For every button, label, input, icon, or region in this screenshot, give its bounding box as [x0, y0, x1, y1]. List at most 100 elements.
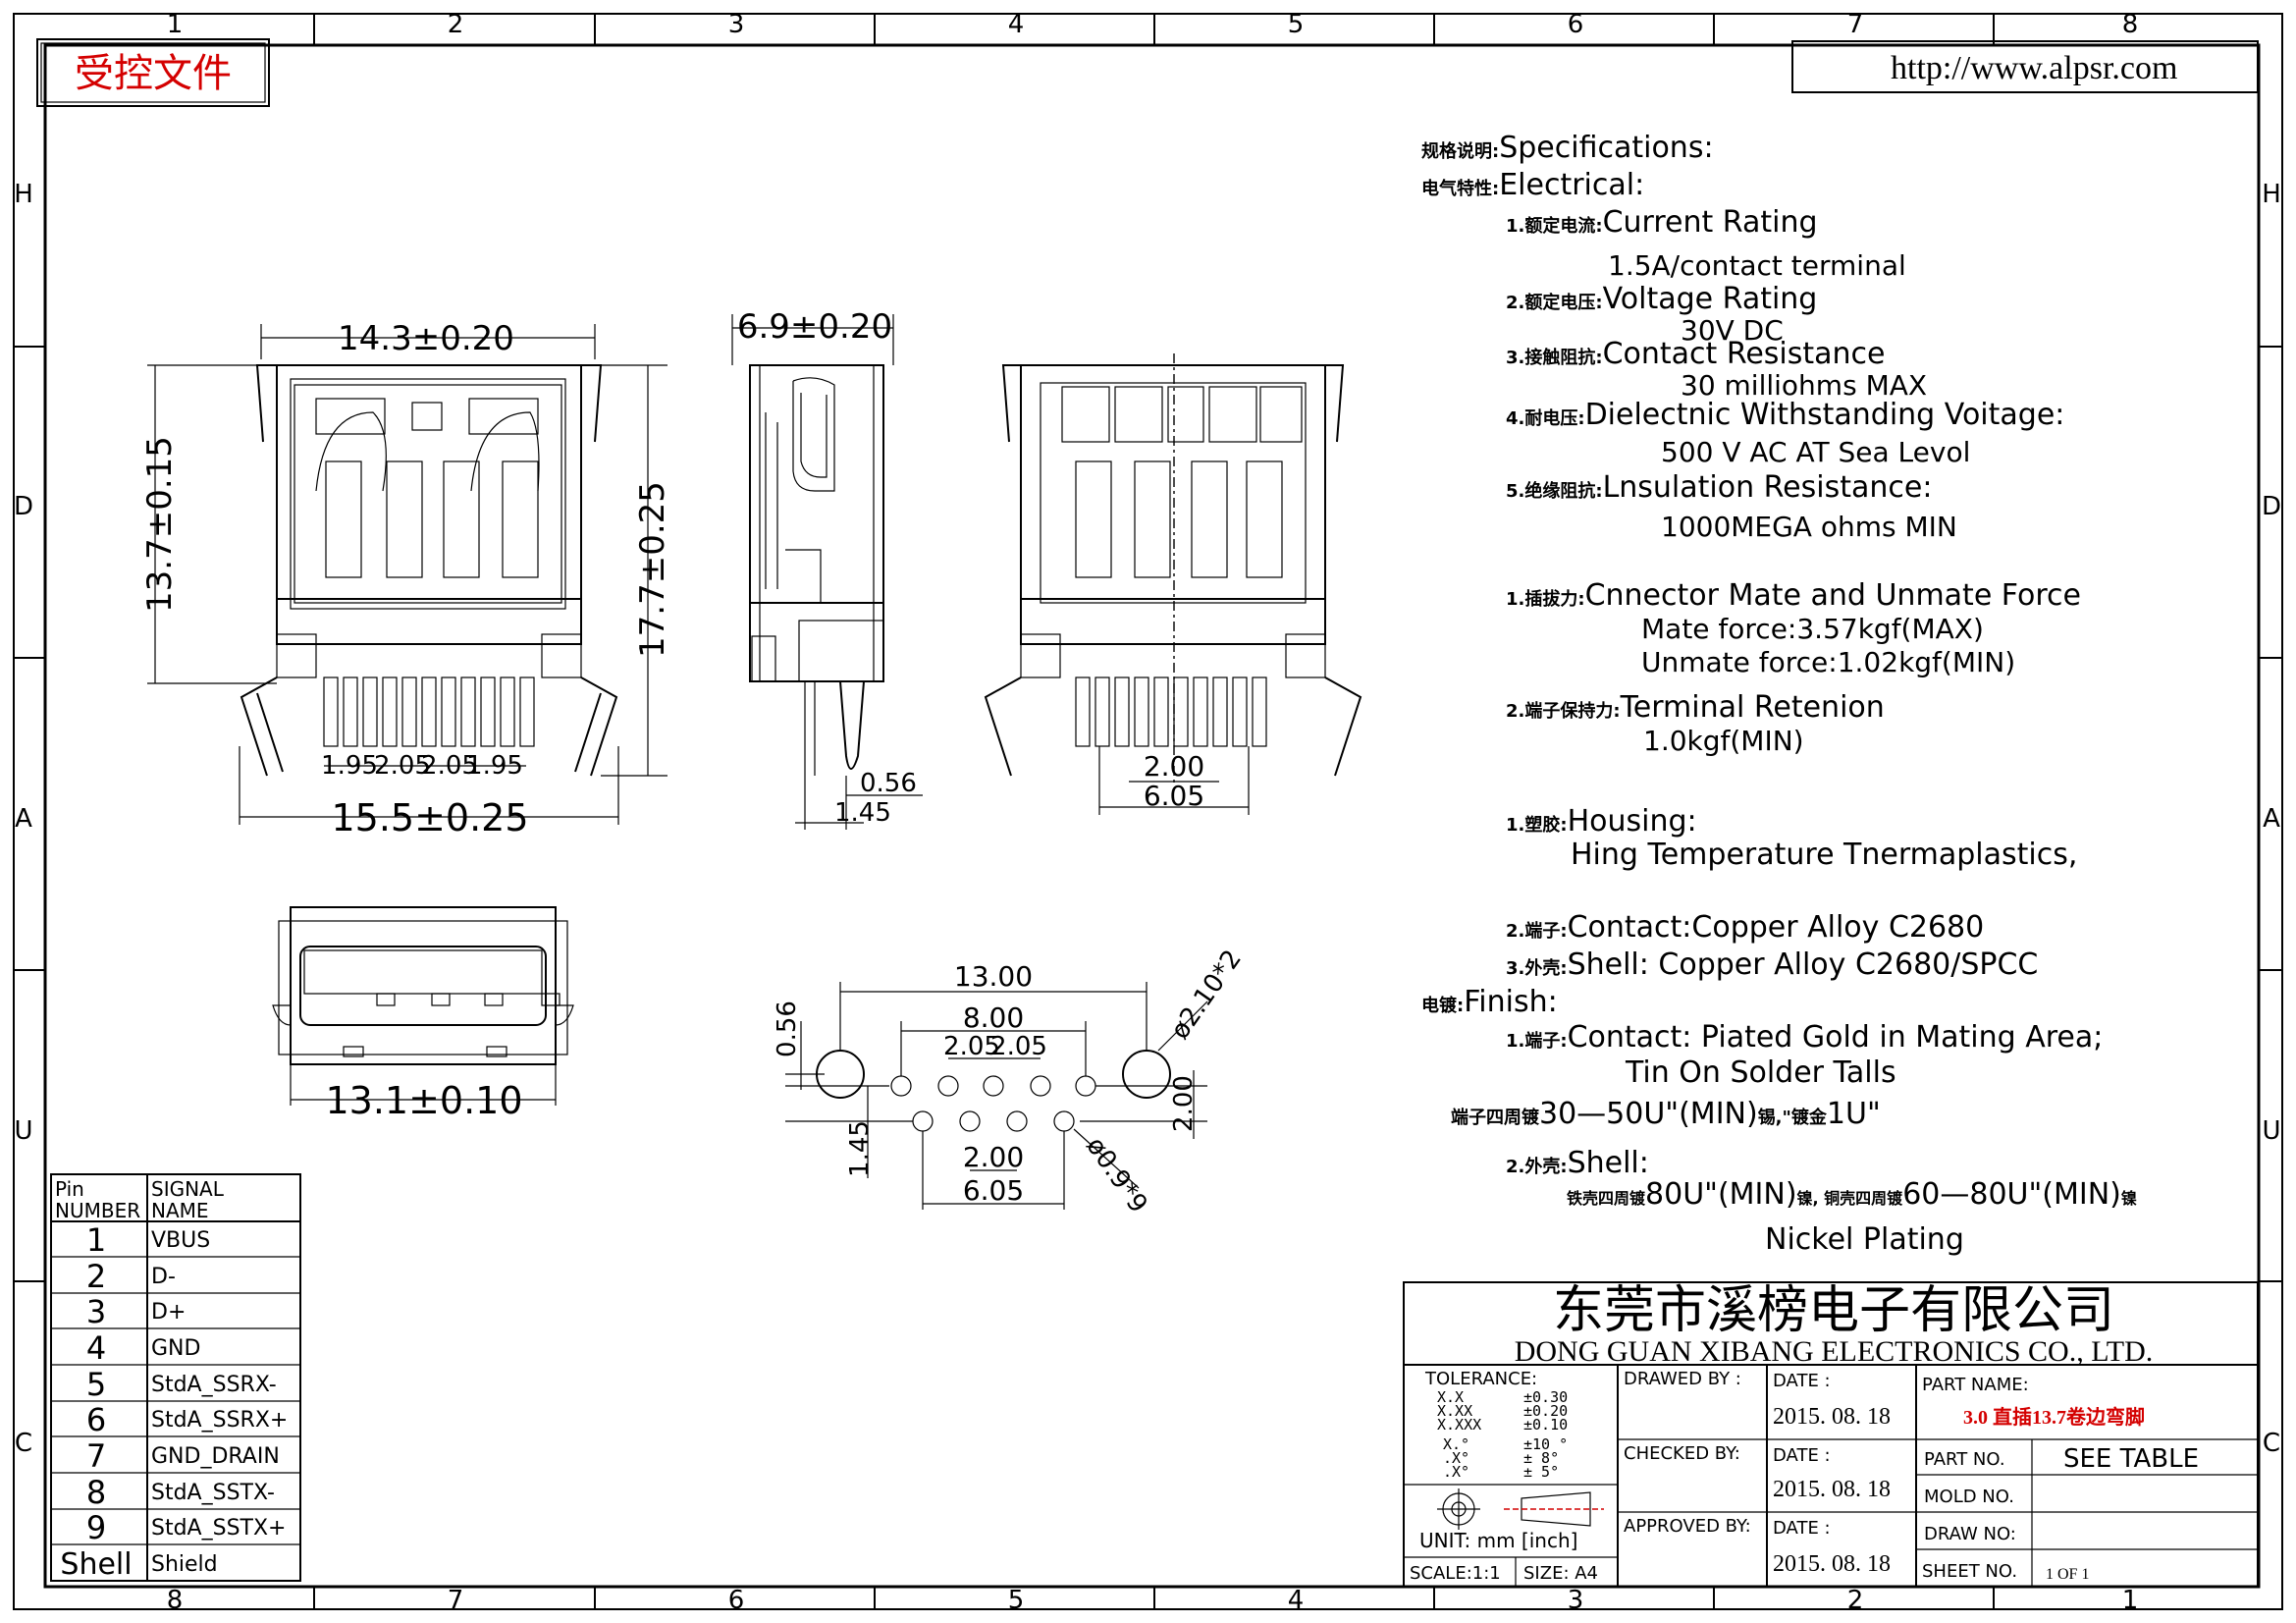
row-label-right: A: [2263, 804, 2280, 834]
date-value: 2015. 08. 18: [1773, 1477, 1891, 1502]
dim-fp-pitch-c: 2.00: [963, 1141, 1024, 1173]
col-label: 4: [1008, 10, 1025, 39]
tolerance-value: ±0.10: [1523, 1416, 1568, 1434]
signal-name: StdA_SSTX-: [151, 1481, 275, 1505]
tolerance-key: .X°: [1443, 1463, 1469, 1481]
signal-name: GND_DRAIN: [151, 1444, 280, 1469]
dim-bottom-width: 15.5±0.25: [331, 796, 528, 839]
pin-number: Shell: [60, 1547, 132, 1582]
dim-fp-row-gap: 2.00: [1169, 1075, 1199, 1132]
row-label-right: U: [2262, 1116, 2280, 1146]
company-name-en: DONG GUAN XIBANG ELECTRONICS CO., LTD.: [1515, 1335, 2154, 1368]
col-label: 1: [167, 10, 184, 39]
spec-current-value: 1.5A/contact terminal: [1608, 249, 1906, 282]
spec-dielectric: 4.耐电压:Dielectnic Withstanding Voitage:: [1506, 398, 2064, 432]
part-name-value: 3.0 直插13.7卷边弯脚: [1963, 1405, 2145, 1429]
projection-symbol-icon: [1437, 1488, 1604, 1530]
tolerance-value: ±0.30: [1523, 1388, 1568, 1406]
row-label-right: C: [2263, 1429, 2280, 1458]
specifications: 规格说明:Specifications: 电气特性:Electrical: 1.…: [1421, 131, 2137, 1257]
url-box: http://www.alpsr.com: [1791, 40, 2259, 93]
col-label-bottom: 4: [1288, 1586, 1305, 1615]
col-label: 6: [1568, 10, 1584, 39]
mold-no-label: MOLD NO.: [1924, 1487, 2014, 1507]
pin-number: 3: [86, 1293, 106, 1330]
plan-view: 13.1±0.10: [272, 906, 574, 1122]
tolerance-value: ± 8°: [1523, 1449, 1559, 1467]
signal-name: GND: [151, 1336, 200, 1361]
title-block: 东莞市溪榜电子有限公司 DONG GUAN XIBANG ELECTRONICS…: [1403, 1281, 2259, 1588]
col-label-bottom: 8: [167, 1586, 184, 1615]
dim-pitch: 1.95: [321, 751, 378, 781]
dim-front-height: 13.7±0.15: [140, 436, 180, 613]
row-label: U: [14, 1116, 32, 1146]
col-label-bottom: 3: [1568, 1586, 1584, 1615]
dim-fp-span: 13.00: [954, 960, 1033, 993]
sheet-no-label: SHEET NO.: [1922, 1561, 2017, 1582]
dim-fp-offset: 0.56: [773, 1001, 802, 1057]
scale-label: SCALE:1:1: [1410, 1563, 1501, 1584]
spec-finish-contact-2: Tin On Solder Talls: [1625, 1055, 1896, 1090]
pin-number: 4: [86, 1329, 106, 1367]
spec-insulation-value: 1000MEGA ohms MIN: [1661, 511, 1957, 543]
col-label: 2: [448, 10, 464, 39]
spec-contact-material: 2.端子:Contact:Copper Alloy C2680: [1506, 910, 1984, 945]
spec-contact-resistance: 3.接触阻抗:Contact Resistance: [1506, 337, 1885, 371]
spec-finish-shell: 2.外壳:Shell:: [1506, 1146, 1649, 1180]
spec-housing-value: Hing Temperature Tnermaplastics,: [1571, 838, 2077, 872]
part-no-value: SEE TABLE: [2063, 1444, 2199, 1474]
signal-name: StdA_SSTX+: [151, 1516, 286, 1541]
signal-header: NAME: [151, 1199, 209, 1222]
tolerance-key: X.X: [1437, 1388, 1464, 1406]
drawn-by-label: DRAWED BY :: [1624, 1369, 1741, 1389]
tolerance-key: X.XXX: [1437, 1416, 1481, 1434]
row-label: D: [14, 492, 33, 521]
part-no-label: PART NO.: [1924, 1449, 2005, 1470]
row-label: H: [14, 180, 33, 209]
col-label-bottom: 6: [728, 1586, 745, 1615]
signal-name: StdA_SSRX+: [151, 1408, 288, 1433]
dim-rear-span: 6.05: [1144, 780, 1204, 812]
company-name-cn: 东莞市溪榜电子有限公司: [1553, 1283, 2114, 1339]
col-label-bottom: 7: [448, 1586, 464, 1615]
spec-electrical: 电气特性:Electrical:: [1421, 168, 1644, 202]
signal-name: Shield: [151, 1552, 218, 1577]
dim-plan-width: 13.1±0.10: [325, 1079, 522, 1122]
dim-side-pin-offset: 1.45: [834, 798, 891, 828]
spec-dielectric-value: 500 V AC AT Sea Levol: [1661, 436, 1970, 468]
pin-number: 5: [86, 1366, 106, 1403]
col-label: 7: [1847, 10, 1864, 39]
dim-pitch: 2.05: [374, 751, 431, 781]
pin-header: NUMBER: [55, 1199, 140, 1222]
spec-mate-force: 1.插拔力:Cnnector Mate and Unmate Force: [1506, 578, 2081, 613]
date-value: 2015. 08. 18: [1773, 1404, 1891, 1430]
dim-fp-pitch: 2.05: [943, 1032, 1000, 1061]
website-url: http://www.alpsr.com: [1891, 50, 2177, 86]
col-label: 8: [2122, 10, 2139, 39]
draw-no-label: DRAW NO:: [1924, 1524, 2016, 1544]
spec-finish-plating: 端子四周镀30—50U"(MIN)锡,"镀金1U": [1451, 1097, 1881, 1131]
dim-pitch: 2.05: [421, 751, 478, 781]
col-label-bottom: 5: [1008, 1586, 1025, 1615]
row-label: A: [15, 804, 32, 834]
front-view: 14.3±0.20 13.7±0.15 17.7±0.25 15.5±0.25 …: [140, 319, 672, 839]
dim-side-depth: 6.9±0.20: [737, 307, 892, 347]
dim-side-pin-thk: 0.56: [860, 769, 917, 798]
dim-fp-row: 8.00: [963, 1001, 1024, 1034]
tolerance-value: ±0.20: [1523, 1402, 1568, 1420]
pin-table: Pin NUMBER SIGNAL NAME 1 VBUS 2 D- 3 D+ …: [50, 1173, 301, 1582]
spec-contact-value: 30 milliohms MAX: [1681, 369, 1927, 402]
row-label-right: H: [2262, 180, 2281, 209]
controlled-doc-label: 受控文件: [75, 51, 232, 95]
dim-fp-offset: 1.45: [845, 1120, 875, 1177]
row-label: C: [15, 1429, 32, 1458]
dim-rear-pitch: 2.00: [1144, 750, 1204, 783]
spec-shell-material: 3.外壳:Shell: Copper Alloy C2680/SPCC: [1506, 947, 2038, 982]
spec-voltage: 2.额定电压:Voltage Rating: [1506, 282, 1817, 316]
date-label: DATE :: [1773, 1518, 1831, 1539]
spec-nickel-plating: Nickel Plating: [1765, 1222, 1964, 1257]
tolerance-key: X.XX: [1437, 1402, 1472, 1420]
signal-name: StdA_SSRX-: [151, 1373, 277, 1397]
size-label: SIZE: A4: [1523, 1563, 1598, 1584]
pin-number: 6: [86, 1401, 106, 1438]
